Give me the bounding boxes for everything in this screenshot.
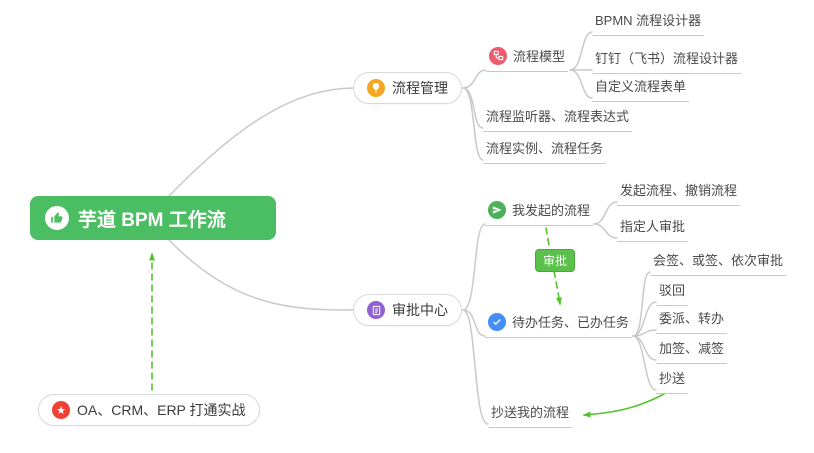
root-label: 芋道 BPM 工作流	[78, 209, 226, 231]
leaf-initiate-cancel-process[interactable]: 发起流程、撤销流程	[617, 180, 741, 206]
node-my-initiated-process[interactable]: 我发起的流程	[485, 200, 594, 226]
node-todo-done-tasks[interactable]: 待办任务、已办任务	[485, 312, 633, 338]
leaf-cc-my-process[interactable]: 抄送我的流程	[488, 402, 573, 428]
leaf-assignee-approval[interactable]: 指定人审批	[617, 216, 689, 242]
leaf-process-listener-expression[interactable]: 流程监听器、流程表达式	[483, 106, 633, 132]
thumbs-up-icon	[45, 206, 69, 230]
note-oa-crm-erp[interactable]: ★ OA、CRM、ERP 打通实战	[38, 394, 260, 426]
leaf-process-instance-task[interactable]: 流程实例、流程任务	[483, 138, 607, 164]
flow-model-icon	[489, 46, 507, 65]
leaf-bpmn-designer[interactable]: BPMN 流程设计器	[592, 10, 705, 36]
check-icon	[488, 312, 506, 331]
node-process-model[interactable]: 流程模型	[486, 46, 569, 72]
node-label: 流程模型	[513, 49, 566, 64]
leaf-countersign-orsign-sequential[interactable]: 会签、或签、依次审批	[650, 250, 787, 276]
lightbulb-icon	[367, 79, 385, 97]
note-label: OA、CRM、ERP 打通实战	[77, 402, 246, 418]
branch-label: 流程管理	[392, 80, 448, 96]
leaf-reject[interactable]: 驳回	[656, 280, 689, 306]
leaf-custom-process-form[interactable]: 自定义流程表单	[592, 76, 690, 102]
leaf-add-remove-sign[interactable]: 加签、减签	[656, 338, 728, 364]
branch-label: 审批中心	[392, 302, 448, 318]
leaf-cc[interactable]: 抄送	[656, 368, 689, 394]
branch-approval-center[interactable]: 审批中心	[353, 294, 462, 326]
branch-process-management[interactable]: 流程管理	[353, 72, 462, 104]
approval-center-icon	[367, 301, 385, 319]
star-glyph: ★	[56, 403, 66, 417]
node-label: 待办任务、已办任务	[512, 315, 630, 330]
star-icon: ★	[52, 401, 70, 419]
relation-badge-approval[interactable]: 审批	[535, 249, 576, 272]
leaf-dingtalk-feishu-designer[interactable]: 钉钉（飞书）流程设计器	[592, 48, 742, 74]
paper-plane-icon	[488, 200, 506, 219]
node-label: 我发起的流程	[512, 203, 591, 218]
leaf-delegate-transfer[interactable]: 委派、转办	[656, 308, 728, 334]
root-node[interactable]: 芋道 BPM 工作流	[30, 196, 276, 240]
